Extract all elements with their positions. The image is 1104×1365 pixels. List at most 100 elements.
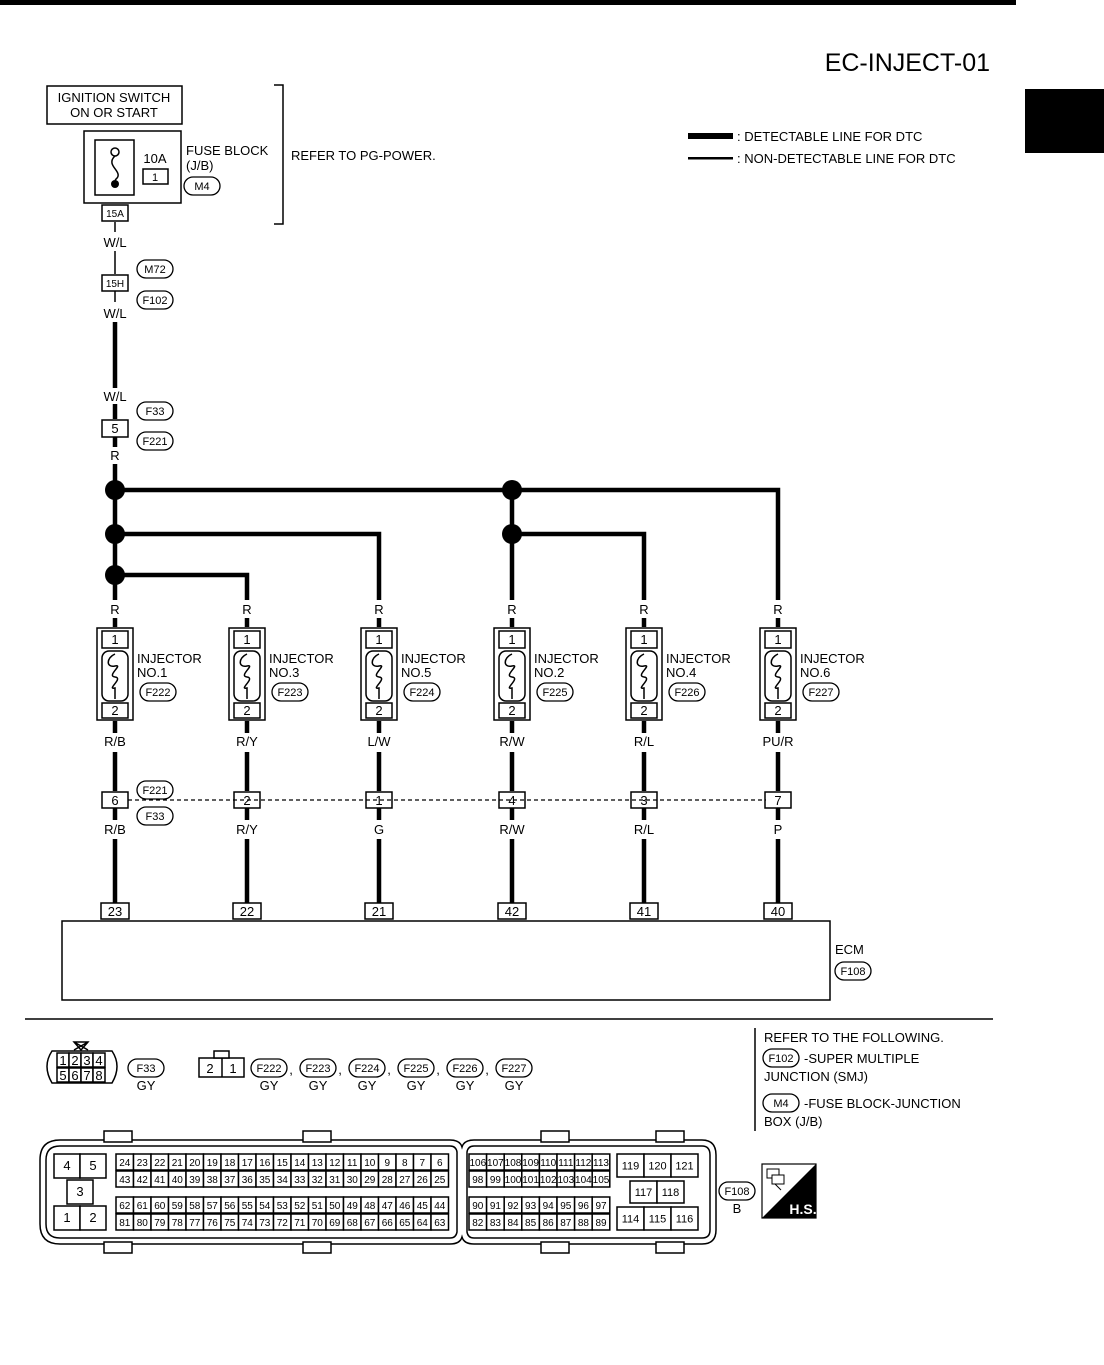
ecm-pin-box <box>232 902 262 920</box>
ecm-pin-number: 66 <box>382 1218 394 1229</box>
injector-wire-out-color: R/Y <box>236 822 258 837</box>
ecm-pin-number: 73 <box>259 1218 271 1229</box>
splice-point <box>105 480 125 500</box>
ecm-pin-number: 54 <box>259 1201 271 1212</box>
fuse-block-label-1: FUSE BLOCK <box>186 143 269 158</box>
coil-icon <box>239 653 251 699</box>
ignition-label-line2: ON OR START <box>70 105 158 120</box>
joint2-conn-top: F33 <box>146 406 165 418</box>
ecm-pin-number: 59 <box>172 1201 184 1212</box>
main-wire3-color: W/L <box>103 389 126 404</box>
ecm-pin-cell <box>79 1153 107 1179</box>
ecm-pin-number: 34 <box>277 1175 289 1186</box>
inj-conn-label: F227 <box>501 1063 526 1075</box>
ecm-pin-number: 28 <box>382 1175 394 1186</box>
ecm-pin-number: 53 <box>277 1201 289 1212</box>
top-border <box>0 0 1016 5</box>
ecm-pin-number: 91 <box>490 1201 502 1212</box>
ecm-pin-number: 32 <box>312 1175 324 1186</box>
ecm-pin-number: 86 <box>543 1218 555 1229</box>
inj-conn-label: F225 <box>403 1063 428 1075</box>
inj-conn-pin-2: 2 <box>206 1061 213 1076</box>
main-wire1-color: W/L <box>103 235 126 250</box>
ecm-pin-cell <box>656 1180 685 1204</box>
ecm-pin-number: 114 <box>622 1214 640 1226</box>
injector-pin-bottom: 2 <box>640 703 647 718</box>
injector-wire-mid-color: PU/R <box>762 734 793 749</box>
refer-bracket <box>274 84 284 225</box>
ecm-pin-number: 43 <box>119 1175 131 1186</box>
ecm-pin-number: 12 <box>329 1158 341 1169</box>
ecm-pin: 41 <box>637 904 651 919</box>
injector-connector: F225 <box>542 687 567 699</box>
ecm-pin-number: 64 <box>417 1218 429 1229</box>
ecm-pin-number: 70 <box>312 1218 324 1229</box>
ecm-pin-cell <box>591 1170 611 1188</box>
joint1-conn-top: M72 <box>144 264 165 276</box>
legend-detectable: : DETECTABLE LINE FOR DTC <box>737 129 922 144</box>
injector-connector: F222 <box>145 687 170 699</box>
fuse-terminal: 15A <box>106 209 124 220</box>
coil-icon <box>770 653 782 699</box>
ecm-pin-number: 21 <box>172 1158 184 1169</box>
ecm-pin-number: 111 <box>558 1158 574 1169</box>
ecm-pin-number: 80 <box>137 1218 149 1229</box>
injector-pin-bottom: 2 <box>774 703 781 718</box>
ecm-pin-number: 84 <box>507 1218 519 1229</box>
ecm-pin-number: 116 <box>676 1214 694 1226</box>
refer-heading: REFER TO THE FOLLOWING. <box>764 1030 944 1045</box>
fuse-top-terminal <box>110 147 120 157</box>
ecm-pin-number: 23 <box>137 1158 149 1169</box>
ecm-pin-number: 24 <box>119 1158 131 1169</box>
injector-pin-bottom: 2 <box>375 703 382 718</box>
ecm-latch-tab <box>655 1130 685 1143</box>
refer-item2-text2: BOX (J/B) <box>764 1114 823 1129</box>
ecm-pin-number: 29 <box>364 1175 376 1186</box>
ecm-pin-number: 110 <box>540 1158 556 1169</box>
ecm-latch-tab <box>302 1241 332 1254</box>
injector-pin-top-box <box>630 630 658 649</box>
hs-badge-text: H.S. <box>789 1201 816 1217</box>
ecm-pin-number: 112 <box>575 1158 591 1169</box>
legend-thick-line <box>688 133 733 139</box>
ecm-pin-cell <box>79 1205 107 1231</box>
injector-name: INJECTOR <box>401 651 466 666</box>
splice-point <box>105 565 125 585</box>
ecm-pin-number: 69 <box>329 1218 341 1229</box>
ecm-pin-number: 1 <box>63 1210 70 1225</box>
injector-connector: F227 <box>808 687 833 699</box>
injector-pin-top: 1 <box>640 632 647 647</box>
refer-item1-text2: JUNCTION (SMJ) <box>764 1069 868 1084</box>
ecm-connector: F108 <box>840 966 865 978</box>
separator: , <box>436 1062 440 1077</box>
splice-point <box>105 524 125 544</box>
ecm-pin-number: 10 <box>364 1158 376 1169</box>
ecm-pin-number: 47 <box>382 1201 394 1212</box>
ecm-pin-number: 81 <box>119 1218 131 1229</box>
ecm-pin-number: 30 <box>347 1175 359 1186</box>
ecm-latch-tab <box>540 1130 570 1143</box>
ecm-pin-number: 40 <box>172 1175 184 1186</box>
injector-connector: F224 <box>409 687 434 699</box>
harness-pin: 1 <box>375 793 382 808</box>
f33-conn-color: GY <box>137 1078 156 1093</box>
harness-pin: 3 <box>640 793 647 808</box>
ecm-pin-number: 67 <box>364 1218 376 1229</box>
ecm-pin-number: 26 <box>417 1175 429 1186</box>
ecm-pin-number: 14 <box>294 1158 306 1169</box>
f33-pin: 3 <box>83 1053 90 1068</box>
injector-wire-mid-color: R/W <box>499 734 525 749</box>
f33-pin: 7 <box>83 1068 90 1083</box>
coil-icon <box>107 653 119 699</box>
refer-item1-conn: F102 <box>768 1053 793 1065</box>
ecm-pin-number: 15 <box>277 1158 289 1169</box>
ecm-pin-number: 48 <box>364 1201 376 1212</box>
ecm-pin-cell <box>670 1153 699 1178</box>
ecm-pin-box <box>364 902 394 920</box>
injector-connector: F226 <box>674 687 699 699</box>
ecm-pin-number: 78 <box>172 1218 184 1229</box>
ecm-latch-tab <box>103 1130 133 1143</box>
ecm-pin-number: 22 <box>154 1158 166 1169</box>
inj-conn-color: GY <box>309 1078 328 1093</box>
harness-pin: 7 <box>774 793 781 808</box>
